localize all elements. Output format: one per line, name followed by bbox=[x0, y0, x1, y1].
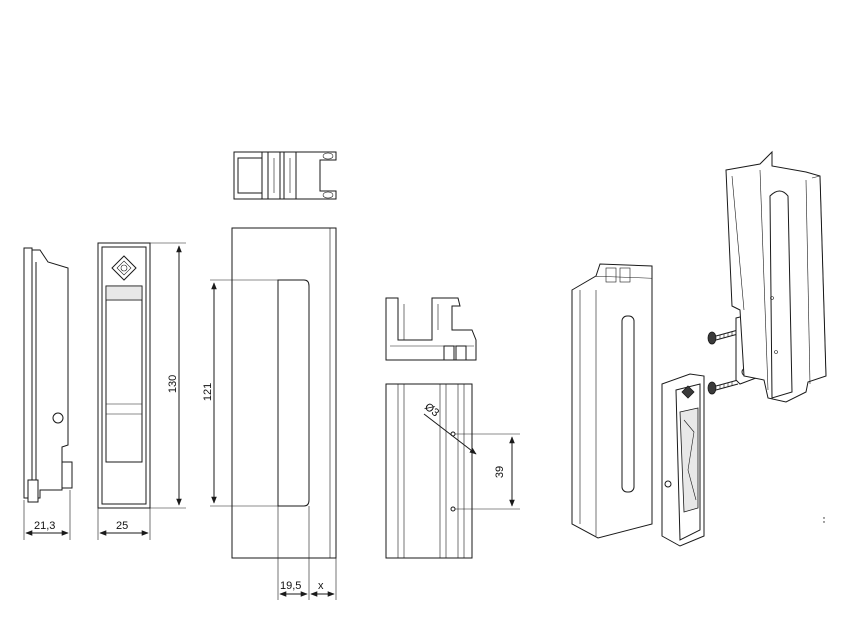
profile-3d-view bbox=[571, 263, 653, 539]
dim-front-width: 25 bbox=[116, 520, 128, 532]
door-panel-cutout: 121 19,5 x bbox=[202, 227, 337, 600]
dim-front-height: 130 bbox=[167, 375, 179, 393]
frame-drilling-view: Ø3 39 bbox=[385, 383, 520, 559]
handle-3d-view bbox=[661, 373, 705, 547]
handle-side-view: 21,3 bbox=[23, 247, 73, 540]
corner-marks bbox=[823, 517, 825, 523]
screw-bottom bbox=[707, 379, 739, 395]
dim-side-width: 21,3 bbox=[34, 520, 55, 532]
frame-profile-3d bbox=[725, 150, 827, 403]
dim-cutout-height: 121 bbox=[202, 383, 214, 401]
handle-front-view: 130 25 bbox=[97, 242, 186, 540]
dim-offset-x: x bbox=[318, 580, 324, 592]
brand-logo-icon bbox=[111, 255, 137, 281]
dim-hole-spacing: 39 bbox=[494, 466, 506, 478]
profile-section-top bbox=[233, 151, 337, 200]
profile-section-middle bbox=[385, 297, 477, 361]
dim-offset-a: 19,5 bbox=[280, 580, 301, 592]
screw-top bbox=[707, 329, 739, 345]
